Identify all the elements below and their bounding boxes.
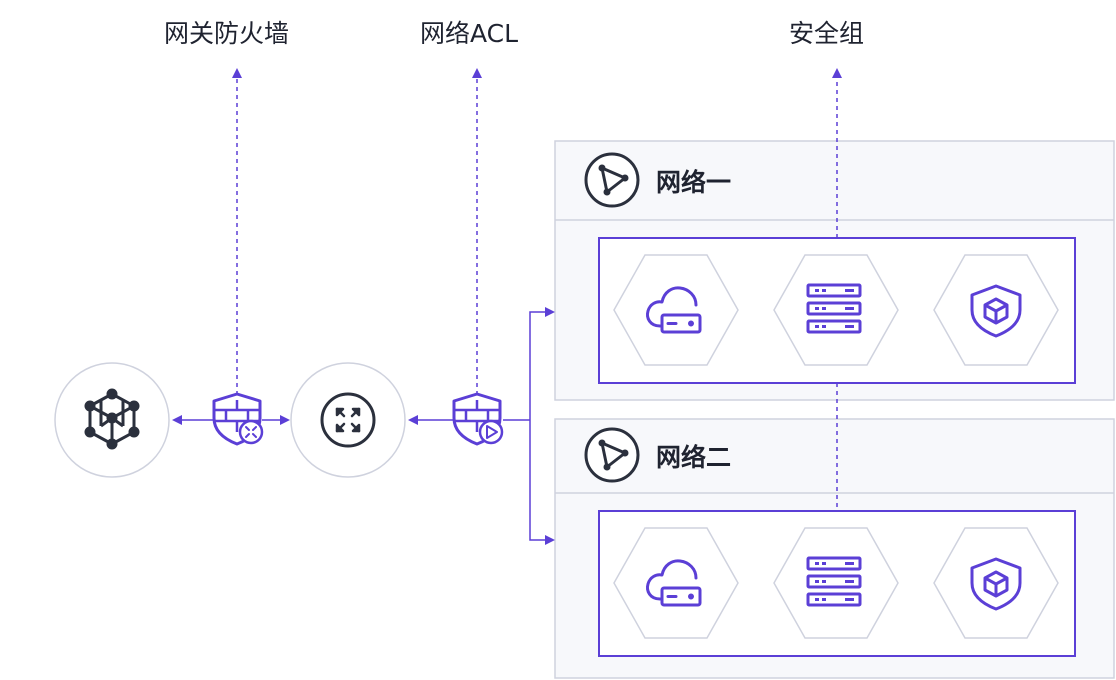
cloud-host-node: [613, 527, 739, 639]
vpc-icon: [584, 152, 640, 208]
acl-network-branch: [503, 307, 555, 545]
network-1-title: 网络一: [656, 168, 732, 197]
network-acl-label: 网络ACL: [420, 19, 519, 48]
cloud-server-icon: [646, 286, 702, 334]
internet-node: [54, 362, 170, 478]
vpc-icon: [584, 427, 640, 483]
shield-wall-firewall-icon: [212, 392, 264, 446]
server-node: [773, 254, 899, 366]
router-node: [290, 362, 406, 478]
shield-cube-icon: [970, 284, 1022, 338]
security-group-label: 安全组: [789, 19, 865, 48]
shield-wall-play-icon: [452, 392, 504, 446]
container-node: [933, 527, 1059, 639]
container-node: [933, 254, 1059, 366]
cloud-host-node: [613, 254, 739, 366]
network-2-title: 网络二: [656, 443, 732, 472]
shield-cube-icon: [970, 557, 1022, 611]
hexagon-cube-network-icon: [84, 388, 140, 450]
server-rack-icon: [806, 556, 862, 607]
router-arrows-icon: [320, 392, 376, 448]
cloud-server-icon: [646, 559, 702, 607]
server-rack-icon: [806, 283, 862, 334]
gateway-firewall-label: 网关防火墙: [164, 19, 290, 48]
server-node: [773, 527, 899, 639]
